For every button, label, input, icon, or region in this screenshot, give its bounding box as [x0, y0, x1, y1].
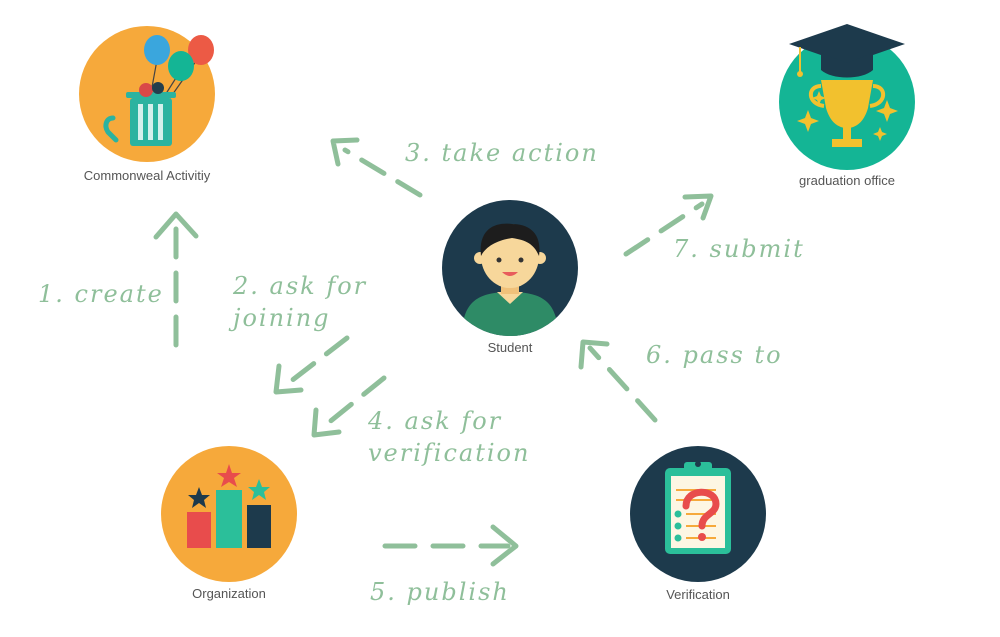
arrow-pass-to	[578, 339, 658, 423]
arrow-ask-verification	[311, 375, 387, 438]
arrow-submit	[623, 193, 714, 257]
step-3-label: 3. take action	[405, 139, 599, 167]
organization-node	[161, 446, 297, 582]
arrow-ask-joining	[273, 335, 350, 395]
arrow-take-action	[330, 137, 423, 198]
graduation-node	[779, 24, 915, 170]
step-2-line-1: 2. ask for	[233, 272, 368, 300]
student-node	[442, 200, 578, 336]
verification-label: Verification	[666, 587, 730, 602]
trash-bin-balloons-icon	[103, 35, 214, 146]
trophy-cap-icon	[789, 24, 905, 147]
step-1-label: 1. create	[38, 280, 164, 308]
clipboard-question-icon	[665, 461, 731, 554]
arrow-create	[153, 211, 199, 348]
step-2-label: 2. ask for joining	[233, 270, 367, 334]
step-2-line-2: joining	[233, 304, 331, 332]
student-label: Student	[487, 340, 533, 355]
step-6-label: 6. pass to	[646, 341, 783, 369]
step-7-label: 7. submit	[673, 235, 805, 263]
student-avatar-icon	[462, 223, 558, 336]
step-4-label: 4. ask for verification	[368, 405, 530, 469]
graduation-office-label: graduation office	[799, 173, 895, 188]
commonweal-node	[79, 26, 215, 162]
organization-label: Organization	[192, 586, 266, 601]
arrow-publish	[382, 524, 519, 567]
step-4-line-2: verification	[368, 439, 531, 467]
commonweal-label: Commonweal Activitiy	[83, 168, 211, 183]
step-5-label: 5. publish	[370, 578, 510, 606]
verification-node	[630, 446, 766, 582]
step-4-line-1: 4. ask for	[368, 407, 503, 435]
podium-stars-icon	[187, 464, 271, 548]
